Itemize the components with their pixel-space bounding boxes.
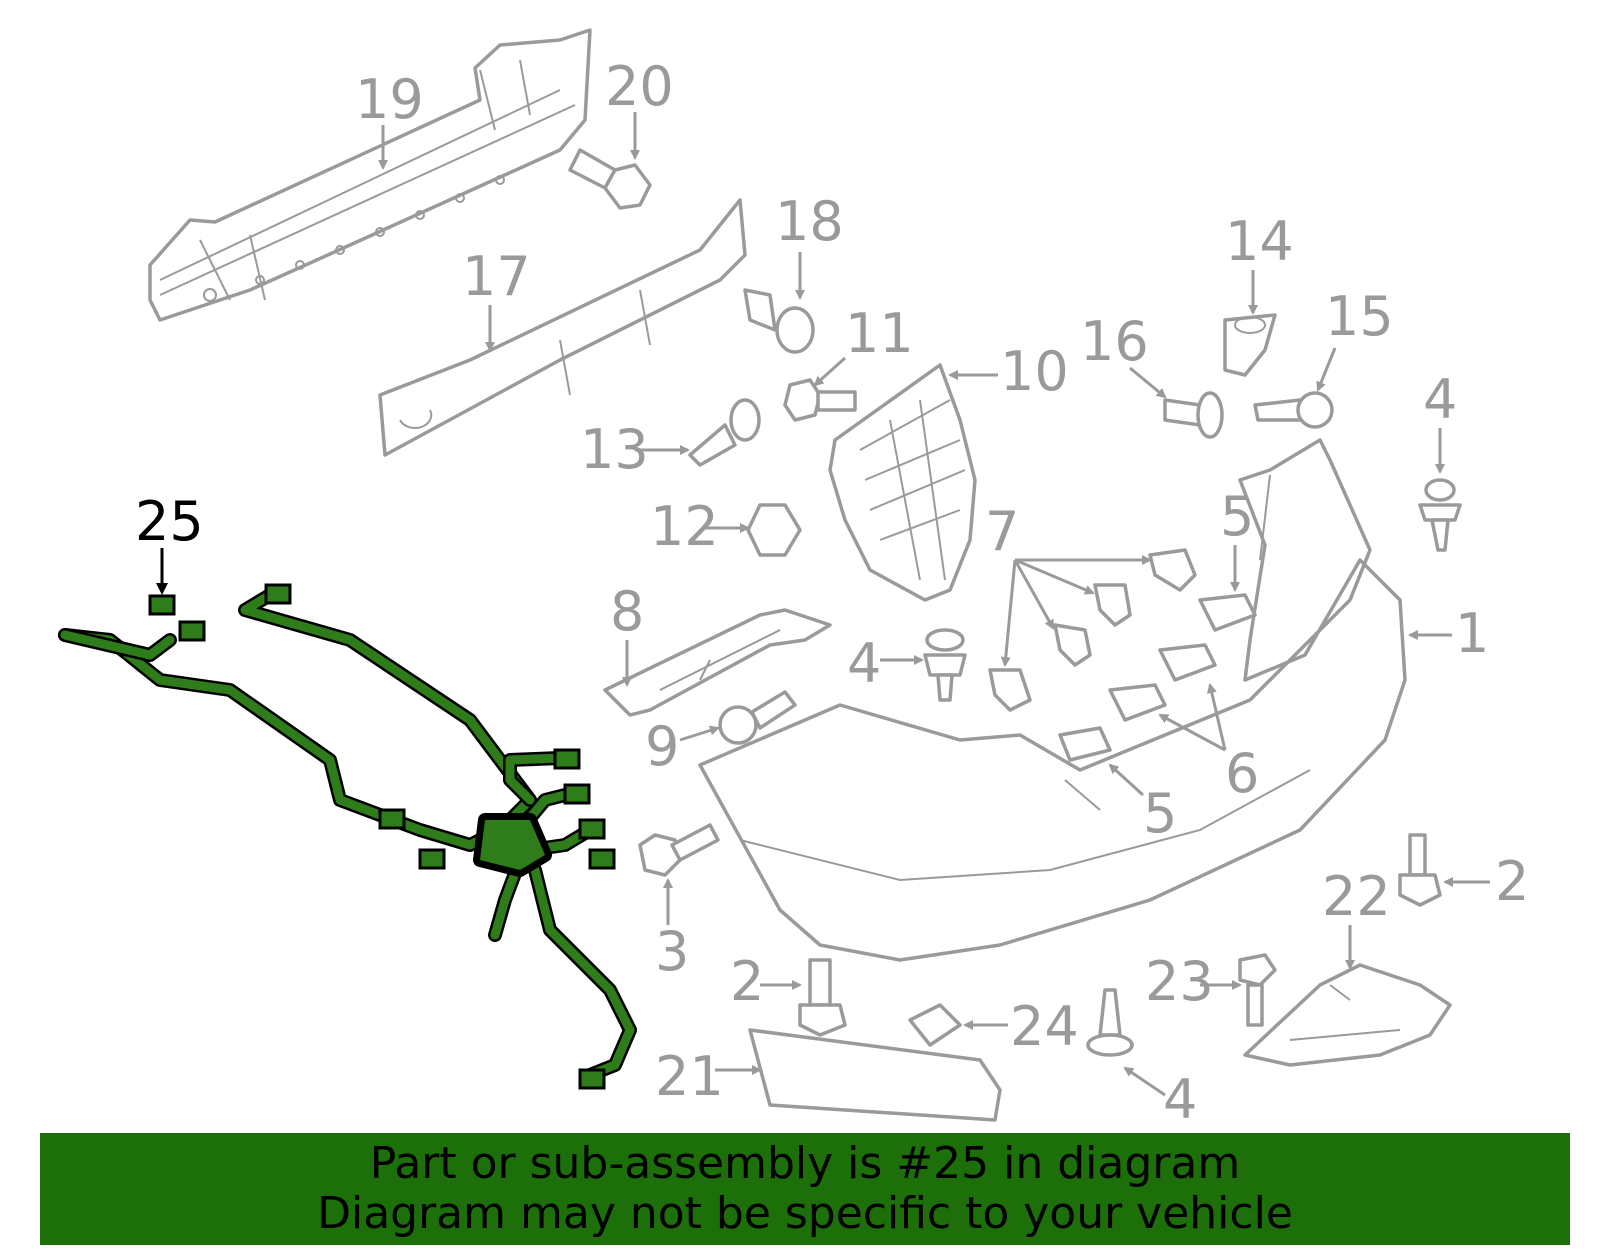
label-4-middle: 4 <box>847 632 924 695</box>
label-11: 11 <box>813 302 914 387</box>
part-22-reflector-lamp[interactable] <box>1243 963 1452 1067</box>
svg-text:5: 5 <box>1143 782 1177 845</box>
label-10: 10 <box>948 340 1069 403</box>
part-7-clips[interactable] <box>988 548 1197 712</box>
svg-text:11: 11 <box>845 302 914 365</box>
label-12: 12 <box>650 495 750 558</box>
part-2-bolt-bottom[interactable] <box>798 958 847 1037</box>
label-1: 1 <box>1408 602 1489 665</box>
part-11-bolt[interactable] <box>783 378 857 422</box>
svg-text:16: 16 <box>1080 310 1149 373</box>
svg-text:4: 4 <box>847 632 881 695</box>
part-5-clips[interactable] <box>1058 593 1257 762</box>
part-19-reinforcement-beam[interactable] <box>148 28 592 322</box>
part-10-bracket[interactable] <box>828 363 977 602</box>
label-2-bottom: 2 <box>730 950 802 1013</box>
svg-text:8: 8 <box>610 580 644 643</box>
label-13: 13 <box>580 418 690 481</box>
svg-text:4: 4 <box>1163 1068 1197 1131</box>
part-24-nut[interactable] <box>908 1003 962 1047</box>
part-8-bracket[interactable] <box>603 608 832 717</box>
part-9-screw[interactable] <box>718 690 797 745</box>
svg-text:20: 20 <box>605 55 674 118</box>
svg-text:7: 7 <box>985 500 1019 563</box>
label-6: 6 <box>1158 683 1259 805</box>
banner-line-2: Diagram may not be specific to your vehi… <box>317 1188 1293 1239</box>
part-25-wiring-harness[interactable] <box>58 583 637 1090</box>
part-4-clip-middle[interactable] <box>923 628 967 702</box>
svg-text:22: 22 <box>1322 865 1391 928</box>
svg-text:24: 24 <box>1010 995 1079 1058</box>
label-4-right: 4 <box>1423 368 1457 474</box>
label-21: 21 <box>655 1045 762 1108</box>
part-15-screw[interactable] <box>1253 391 1334 429</box>
svg-text:10: 10 <box>1000 340 1069 403</box>
part-13-clip[interactable] <box>688 398 761 467</box>
label-20: 20 <box>605 55 674 160</box>
svg-text:17: 17 <box>462 245 531 308</box>
label-17: 17 <box>462 245 531 352</box>
svg-text:9: 9 <box>645 715 679 778</box>
svg-text:1: 1 <box>1455 602 1489 665</box>
label-25: 25 <box>135 490 204 595</box>
part-20-bolt[interactable] <box>568 148 652 210</box>
label-16: 16 <box>1080 310 1167 399</box>
part-17-energy-absorber[interactable] <box>378 198 747 457</box>
part-2-bolt-right[interactable] <box>1398 833 1442 907</box>
label-3: 3 <box>655 878 689 983</box>
label-15: 15 <box>1316 285 1394 392</box>
label-22: 22 <box>1322 865 1391 970</box>
part-18-push-pin[interactable] <box>743 288 815 354</box>
label-4-bottom: 4 <box>1123 1066 1197 1131</box>
info-banner: Part or sub-assembly is #25 in diagram D… <box>40 1133 1570 1245</box>
part-23-bolt[interactable] <box>1238 953 1277 1027</box>
svg-text:2: 2 <box>730 950 764 1013</box>
part-6-clips[interactable] <box>1108 643 1217 722</box>
part-1-bumper-cover[interactable] <box>698 438 1407 962</box>
svg-text:4: 4 <box>1423 368 1457 431</box>
svg-text:23: 23 <box>1145 950 1214 1013</box>
label-2-right: 2 <box>1443 850 1529 913</box>
svg-text:5: 5 <box>1220 485 1254 548</box>
banner-line-1: Part or sub-assembly is #25 in diagram <box>369 1138 1241 1189</box>
label-19: 19 <box>355 68 424 170</box>
label-5-top: 5 <box>1220 485 1254 592</box>
label-23: 23 <box>1145 950 1242 1013</box>
svg-text:25: 25 <box>135 490 204 553</box>
svg-text:15: 15 <box>1325 285 1394 348</box>
part-4-clip-right[interactable] <box>1418 478 1462 552</box>
svg-text:14: 14 <box>1225 210 1294 273</box>
svg-text:19: 19 <box>355 68 424 131</box>
label-14: 14 <box>1225 210 1294 315</box>
part-3-bolt[interactable] <box>638 823 720 877</box>
svg-text:6: 6 <box>1225 742 1259 805</box>
svg-text:3: 3 <box>655 920 689 983</box>
part-21-reflector[interactable] <box>748 1028 1002 1122</box>
label-5-bottom: 5 <box>1108 763 1177 845</box>
svg-text:21: 21 <box>655 1045 724 1108</box>
part-4-clip-bottom[interactable] <box>1086 988 1134 1057</box>
label-8: 8 <box>610 580 644 687</box>
part-16-clip[interactable] <box>1163 391 1224 439</box>
label-9: 9 <box>645 715 720 778</box>
label-18: 18 <box>775 190 844 300</box>
label-24: 24 <box>963 995 1079 1058</box>
svg-text:2: 2 <box>1495 850 1529 913</box>
label-7: 7 <box>985 500 1152 667</box>
part-14-clip[interactable] <box>1223 313 1277 377</box>
svg-text:18: 18 <box>775 190 844 253</box>
part-12-nut[interactable] <box>746 503 802 557</box>
